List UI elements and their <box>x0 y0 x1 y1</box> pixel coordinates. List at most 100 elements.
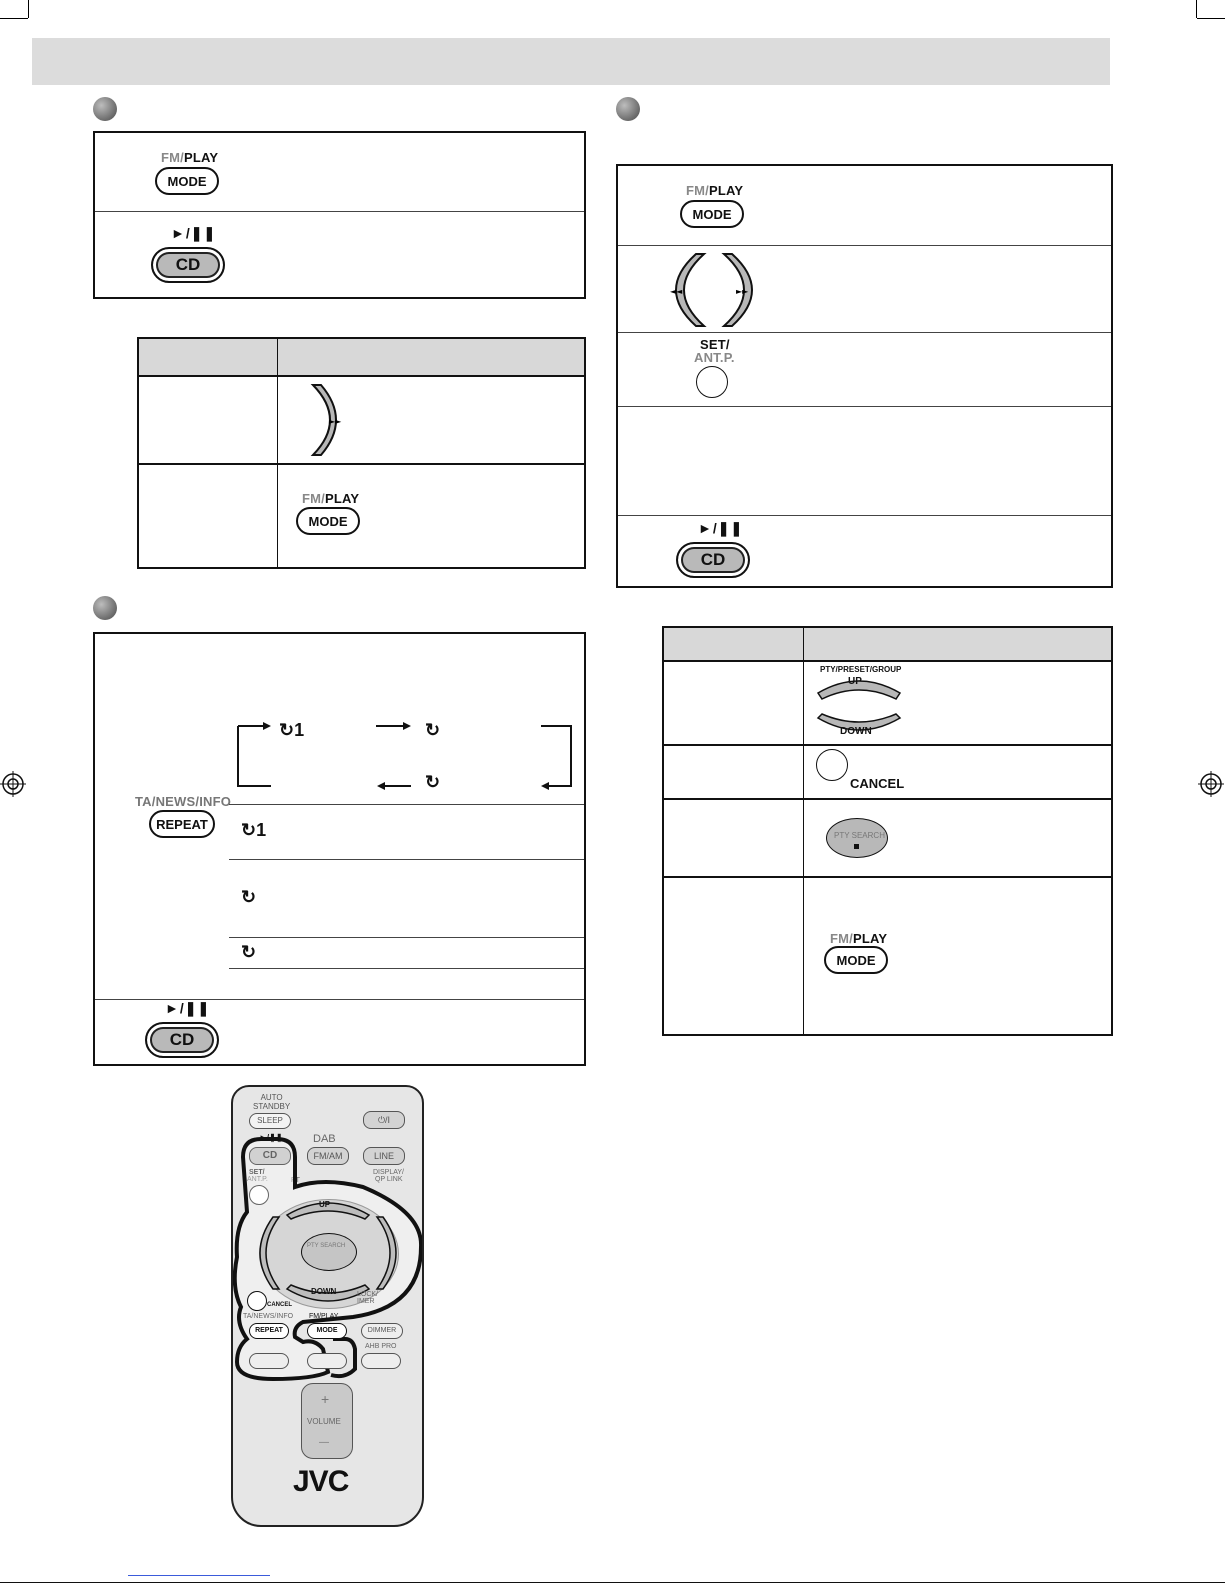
step-box-program: FM/PLAY MODE ◄◄ ►► SET/ ANT.P. ►/❚❚ CD <box>616 164 1113 588</box>
registration-mark-icon <box>0 771 26 797</box>
remote-blank-button[interactable] <box>249 1353 289 1369</box>
play-pause-label: ►/❚❚ <box>165 1000 211 1016</box>
remote-volume-button[interactable] <box>301 1383 353 1459</box>
repeat-cycle-diagram <box>237 722 572 790</box>
remote-sleep-button[interactable]: SLEEP <box>249 1113 291 1129</box>
crop-mark <box>0 18 28 19</box>
stop-icon <box>854 844 859 849</box>
table-row-divider <box>664 744 1111 746</box>
remote-control: AUTO STANDBY SLEEP ⏻/I ►/❚❚ DAB CD FM/AM… <box>231 1085 424 1527</box>
remote-label: AUTO STANDBY <box>253 1093 291 1111</box>
pty-search-button[interactable] <box>826 818 888 858</box>
jvc-logo: JVC <box>293 1465 349 1498</box>
table-row-divider <box>664 876 1111 878</box>
remote-dab-label: DAB <box>313 1133 336 1145</box>
remote-mode-button[interactable]: MODE <box>307 1323 347 1339</box>
down-button[interactable] <box>816 712 902 738</box>
ant-p-label: ANT.P. <box>694 350 735 365</box>
cancel-button[interactable] <box>816 749 848 781</box>
remote-label: TA/NEWS/INFO <box>243 1313 294 1320</box>
section-bullet <box>616 97 640 121</box>
step-box-repeat: ↻1 ↻ ↻ TA/NEWS/INFO REPEAT ↻1 ↻ ↻ ►/❚❚ C… <box>93 632 586 1066</box>
repeat-one-icon: ↻1 <box>279 720 305 740</box>
repeat-one-icon: ↻1 <box>241 820 267 840</box>
remote-blank-button[interactable] <box>307 1353 347 1369</box>
remote-repeat-button[interactable]: REPEAT <box>249 1323 289 1339</box>
remote-label: QP LINK <box>375 1176 403 1183</box>
crop-mark <box>1196 0 1197 18</box>
cd-button[interactable]: CD <box>145 1022 219 1058</box>
repeat-icon: ↻ <box>425 772 441 792</box>
play-pause-label: ►/❚❚ <box>171 225 217 241</box>
remote-up-label: UP <box>319 1200 331 1209</box>
table-header <box>664 628 1111 662</box>
skip-forward-icon: ►► <box>736 287 749 296</box>
table-col-divider <box>803 628 804 1034</box>
remote-label: IMER <box>357 1298 375 1305</box>
set-button[interactable] <box>696 366 728 398</box>
divider <box>95 211 584 212</box>
remote-cd-button[interactable]: CD <box>249 1147 291 1165</box>
remote-volume-label: VOLUME <box>307 1417 341 1426</box>
mode-button[interactable]: MODE <box>296 507 360 535</box>
mode-button[interactable]: MODE <box>155 167 219 195</box>
remote-down-button[interactable] <box>285 1283 371 1307</box>
divider <box>618 515 1111 516</box>
remote-skip-forward-button[interactable] <box>373 1213 397 1293</box>
remote-label: DISPLAY/ <box>373 1169 404 1176</box>
skip-forward-icon: ►► <box>329 417 342 426</box>
remote-skip-back-button[interactable] <box>259 1213 283 1293</box>
table-header <box>139 339 584 377</box>
divider <box>229 804 584 805</box>
remote-dimmer-button[interactable]: DIMMER <box>361 1323 403 1339</box>
section-bullet <box>93 596 117 620</box>
remote-blank-button[interactable] <box>361 1353 401 1369</box>
remote-cancel-label: CANCEL <box>267 1302 292 1308</box>
set-label: SET/ <box>700 337 730 352</box>
skip-forward-button[interactable]: ►► <box>307 381 347 459</box>
table-row-divider <box>664 798 1111 800</box>
fm-play-label: FM/PLAY <box>161 150 219 165</box>
ta-news-info-label: TA/NEWS/INFO <box>135 794 232 809</box>
bottom-link-line <box>128 1575 270 1576</box>
registration-mark-icon <box>1198 771 1224 797</box>
remote-up-button[interactable] <box>285 1197 371 1221</box>
repeat-icon: ↻ <box>241 887 257 907</box>
pty-preset-group-label: PTY/PRESET/GROUP <box>820 665 902 674</box>
program-table: PTY/PRESET/GROUP UP DOWN CANCEL PTY SEAR… <box>662 626 1113 1036</box>
mode-button[interactable]: MODE <box>824 946 888 974</box>
table-col-divider <box>277 339 278 567</box>
divider <box>229 859 584 860</box>
up-button[interactable] <box>816 675 902 701</box>
remote-line-button[interactable]: LINE <box>363 1147 405 1165</box>
repeat-button[interactable]: REPEAT <box>149 810 215 838</box>
mode-button[interactable]: MODE <box>680 200 744 228</box>
remote-label: FM/PLAY <box>309 1313 339 1320</box>
remote-label: ANT.P. <box>247 1176 268 1183</box>
bottom-rule <box>0 1582 1225 1583</box>
remote-volume-minus: — <box>319 1437 329 1448</box>
remote-label: LOCK/ <box>357 1291 379 1298</box>
divider <box>618 332 1111 333</box>
remote-cancel-button[interactable] <box>247 1291 267 1311</box>
cancel-label: CANCEL <box>850 776 905 791</box>
skip-table: ►► FM/PLAY MODE <box>137 337 586 569</box>
down-label: DOWN <box>840 726 872 737</box>
table-row-divider <box>139 463 584 465</box>
divider <box>229 937 584 938</box>
play-pause-label: ►/❚❚ <box>698 520 744 536</box>
divider <box>95 999 584 1000</box>
cd-button[interactable]: CD <box>676 542 750 578</box>
divider <box>229 968 584 969</box>
fm-play-label: FM/PLAY <box>686 183 744 198</box>
remote-set-button[interactable] <box>249 1185 269 1205</box>
skip-buttons[interactable]: ◄◄ ►► <box>668 250 760 330</box>
remote-power-button[interactable]: ⏻/I <box>363 1111 405 1129</box>
title-bar <box>32 38 1110 85</box>
remote-down-label: DOWN <box>311 1287 337 1296</box>
repeat-icon: ↻ <box>425 720 441 740</box>
repeat-icon: ↻ <box>241 942 257 962</box>
remote-fm-am-button[interactable]: FM/AM <box>307 1147 349 1165</box>
cd-button[interactable]: CD <box>151 247 225 283</box>
remote-pty-search-button[interactable] <box>301 1233 357 1271</box>
